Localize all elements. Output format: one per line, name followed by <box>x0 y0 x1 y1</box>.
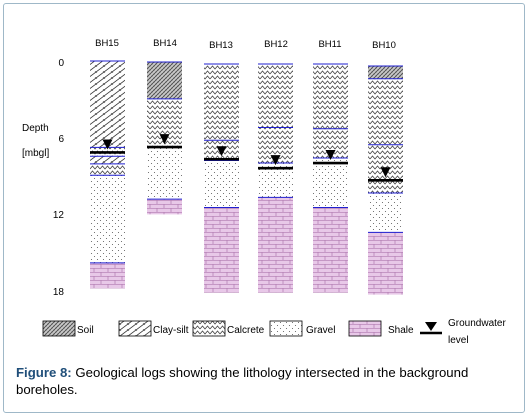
legend-swatch-clay-silt <box>118 320 152 337</box>
tick-label-0: 0 <box>58 58 64 69</box>
groundwater-marker-icon-bh13 <box>216 146 227 157</box>
groundwater-marker-icon-bh11 <box>325 150 336 161</box>
legend-label-soil: Soil <box>77 325 94 336</box>
layer-gravel-bh10-3 <box>368 193 403 233</box>
geological-log-diagram: Depth [mbgl] 0 6 12 18 BH15 BH14 BH13 BH… <box>22 38 506 346</box>
axis-label-unit: [mbgl] <box>22 148 49 159</box>
borehole-title-bh15: BH15 <box>95 38 119 49</box>
tick-label-6: 6 <box>58 134 64 145</box>
legend-swatch-shale <box>348 320 382 337</box>
layer-shale-bh13-3 <box>204 207 239 293</box>
layer-shale-bh14-3 <box>147 199 182 215</box>
legend: Soil Clay-silt Calcrete Gravel Shale Gro… <box>42 318 506 346</box>
layer-calcrete-bh13-0 <box>204 64 239 141</box>
layer-calcrete-bh15-3 <box>90 163 125 176</box>
layer-gravel-bh11-2 <box>313 157 348 208</box>
borehole-title-bh14: BH14 <box>153 38 177 49</box>
layer-gravel-bh15-4 <box>90 175 125 263</box>
layer-calcrete-bh11-0 <box>313 64 348 129</box>
legend-label-gravel: Gravel <box>306 325 335 336</box>
borehole-title-bh12: BH12 <box>264 39 288 50</box>
borehole-column-bh12 <box>258 63 293 293</box>
layer-soil-bh14-0 <box>147 62 182 99</box>
borehole-title-bh10: BH10 <box>372 40 396 51</box>
caption-label: Figure 8: <box>16 365 72 380</box>
caption-text: Geological logs showing the lithology in… <box>16 365 469 397</box>
legend-swatch-calcrete <box>192 320 226 337</box>
layer-calcrete-bh12-0 <box>258 64 293 128</box>
borehole-column-bh11 <box>313 63 348 293</box>
legend-label-calcrete: Calcrete <box>227 325 265 336</box>
legend-label-shale: Shale <box>388 325 414 336</box>
layer-gravel-bh14-2 <box>147 147 182 200</box>
borehole-column-bh14 <box>147 61 182 215</box>
borehole-columns <box>90 60 403 295</box>
figure-caption: Figure 8: Geological logs showing the li… <box>16 364 516 398</box>
legend-swatch-soil <box>42 320 76 337</box>
layer-shale-bh11-3 <box>313 207 348 293</box>
depth-axis: Depth [mbgl] 0 6 12 18 <box>22 58 64 298</box>
layer-shale-bh12-3 <box>258 197 293 293</box>
borehole-title-bh13: BH13 <box>209 40 233 51</box>
legend-label-clay-silt: Clay-silt <box>153 325 189 336</box>
groundwater-marker-icon-bh14 <box>159 134 170 145</box>
borehole-titles: BH15 BH14 BH13 BH12 BH11 BH10 <box>95 38 396 51</box>
groundwater-marker-icon-bh15 <box>102 139 113 150</box>
legend-swatch-gravel <box>269 320 303 337</box>
legend-label-groundwater-level: level <box>448 335 469 346</box>
groundwater-marker-icon-bh10 <box>380 167 391 178</box>
borehole-column-bh10 <box>368 65 403 295</box>
layer-clay-silt-bh15-2 <box>90 156 125 164</box>
borehole-column-bh15 <box>90 60 125 289</box>
groundwater-marker-icon-bh12 <box>270 155 281 166</box>
layer-clay-silt-bh15-0 <box>90 61 125 148</box>
layer-gravel-bh13-2 <box>204 160 239 208</box>
layer-soil-bh10-0 <box>368 66 403 79</box>
borehole-title-bh11: BH11 <box>318 39 341 50</box>
borehole-column-bh13 <box>204 63 239 293</box>
tick-label-18: 18 <box>53 287 65 298</box>
legend-label-groundwater: Groundwater <box>448 318 506 329</box>
axis-label-depth: Depth <box>22 123 49 134</box>
legend-groundwater-triangle-icon <box>425 322 437 331</box>
layer-shale-bh10-4 <box>368 232 403 295</box>
tick-label-12: 12 <box>53 210 65 221</box>
layer-shale-bh15-5 <box>90 262 125 289</box>
layer-calcrete-bh10-1 <box>368 78 403 145</box>
